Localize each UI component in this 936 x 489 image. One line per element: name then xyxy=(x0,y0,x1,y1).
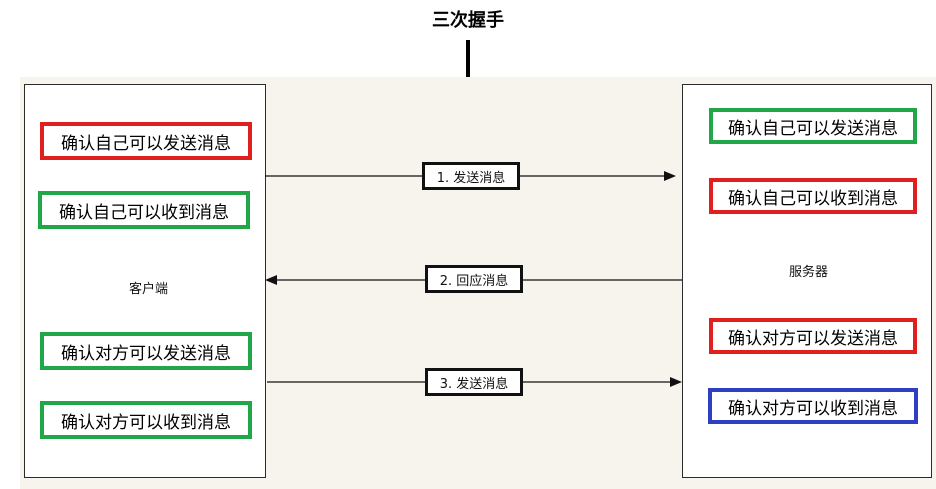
client-item-receive-peer: 确认对方可以收到消息 xyxy=(40,401,252,439)
client-label: 客户端 xyxy=(129,282,169,297)
server-label: 服务器 xyxy=(789,265,829,280)
client-item-receive-self: 确认自己可以收到消息 xyxy=(38,191,250,229)
server-item-send-peer: 确认对方可以发送消息 xyxy=(709,318,917,354)
arrow-2-head-icon xyxy=(265,275,277,285)
server-item-send-self: 确认自己可以发送消息 xyxy=(709,108,917,144)
server-item-receive-peer: 确认对方可以收到消息 xyxy=(708,388,918,424)
message-1-label: 1. 发送消息 xyxy=(422,162,520,190)
client-item-send-self: 确认自己可以发送消息 xyxy=(40,122,252,160)
arrow-3-head-icon xyxy=(670,377,682,387)
message-2-label: 2. 回应消息 xyxy=(425,265,523,293)
diagram-title: 三次握手 xyxy=(432,10,504,31)
client-item-send-peer: 确认对方可以发送消息 xyxy=(40,332,252,370)
arrow-1-head-icon xyxy=(664,171,676,181)
message-3-label: 3. 发送消息 xyxy=(425,368,523,396)
server-item-receive-self: 确认自己可以收到消息 xyxy=(709,178,917,214)
